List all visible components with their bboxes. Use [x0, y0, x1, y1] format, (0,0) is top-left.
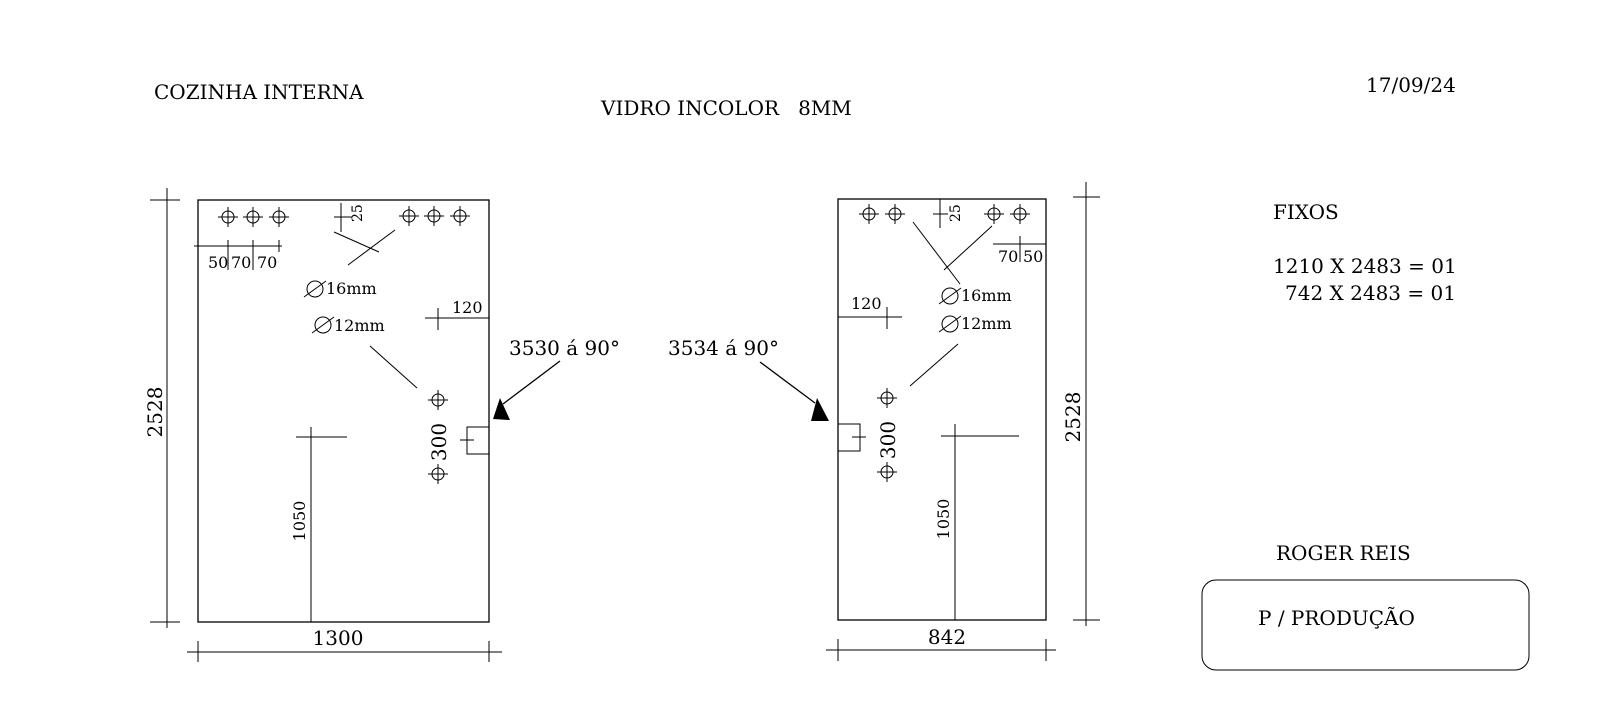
panel-right-height-label: 2528 [1061, 392, 1085, 443]
hole-marker-icon [983, 203, 1005, 225]
dim-1050-label: 1050 [934, 499, 953, 540]
panel-left: 2528 1300 50 70 70 25 16mm 12mm [143, 188, 620, 662]
hole-marker-icon [1009, 203, 1031, 225]
panel-right-width-label: 842 [928, 625, 966, 649]
hole-marker-icon [398, 205, 420, 227]
hole-marker-icon [242, 206, 264, 228]
summary-line-1: 1210 X 2483 = 01 [1273, 254, 1457, 278]
hole-marker-icon [268, 206, 290, 228]
dim-50-label: 50 [208, 253, 228, 272]
summary-block: FIXOS 1210 X 2483 = 01 742 X 2483 = 01 [1273, 200, 1457, 305]
author-name: ROGER REIS [1276, 541, 1411, 565]
dim-70-label: 70 [231, 253, 251, 272]
dim-120-label: 120 [452, 298, 483, 317]
hole-12mm-label: 12mm [961, 314, 1012, 333]
dim-50-label: 50 [1023, 247, 1043, 266]
hole-marker-icon [876, 387, 898, 409]
dim-70-label: 70 [998, 247, 1018, 266]
hole-marker-icon [427, 463, 449, 485]
hole-marker-icon [449, 205, 471, 227]
dim-25-label: 25 [948, 204, 964, 222]
diameter-icon [311, 316, 335, 334]
drawing-date: 17/09/24 [1366, 73, 1456, 97]
panel-left-outline [197, 199, 490, 623]
hole-16mm-label: 16mm [326, 279, 377, 298]
diameter-icon [303, 280, 327, 298]
hole-marker-icon [217, 206, 239, 228]
hole-marker-icon [858, 203, 880, 225]
panel-right: 2528 842 25 70 50 16mm 12mm 120 [668, 182, 1100, 661]
hole-16mm-label: 16mm [961, 286, 1012, 305]
project-title: COZINHA INTERNA [154, 80, 364, 104]
production-stamp-box [1201, 579, 1530, 671]
arrow-icon [493, 398, 510, 420]
dim-120-label: 120 [851, 294, 882, 313]
dim-70-label: 70 [257, 253, 277, 272]
dim-25-label: 25 [350, 204, 366, 222]
material-title: VIDRO INCOLOR 8MM [600, 96, 852, 120]
diameter-icon [938, 315, 962, 333]
panel-left-height-label: 2528 [143, 387, 167, 438]
summary-title: FIXOS [1273, 200, 1339, 224]
production-stamp-label: P / PRODUÇÃO [1258, 606, 1415, 630]
hole-12mm-label: 12mm [334, 316, 385, 335]
hole-marker-icon [427, 389, 449, 411]
hole-marker-icon [423, 205, 445, 227]
angle-note-right: 3534 á 90° [668, 336, 779, 360]
diameter-icon [938, 287, 962, 305]
hole-marker-icon [884, 203, 906, 225]
dim-300-label: 300 [876, 421, 900, 459]
summary-line-2: 742 X 2483 = 01 [1285, 281, 1456, 305]
hole-marker-icon [876, 461, 898, 483]
arrow-icon [811, 398, 829, 421]
panel-right-outline [837, 198, 1047, 621]
dim-300-label: 300 [427, 423, 451, 461]
angle-note-left: 3530 á 90° [509, 336, 620, 360]
panel-left-width-label: 1300 [313, 626, 364, 650]
dim-1050-label: 1050 [290, 501, 309, 542]
